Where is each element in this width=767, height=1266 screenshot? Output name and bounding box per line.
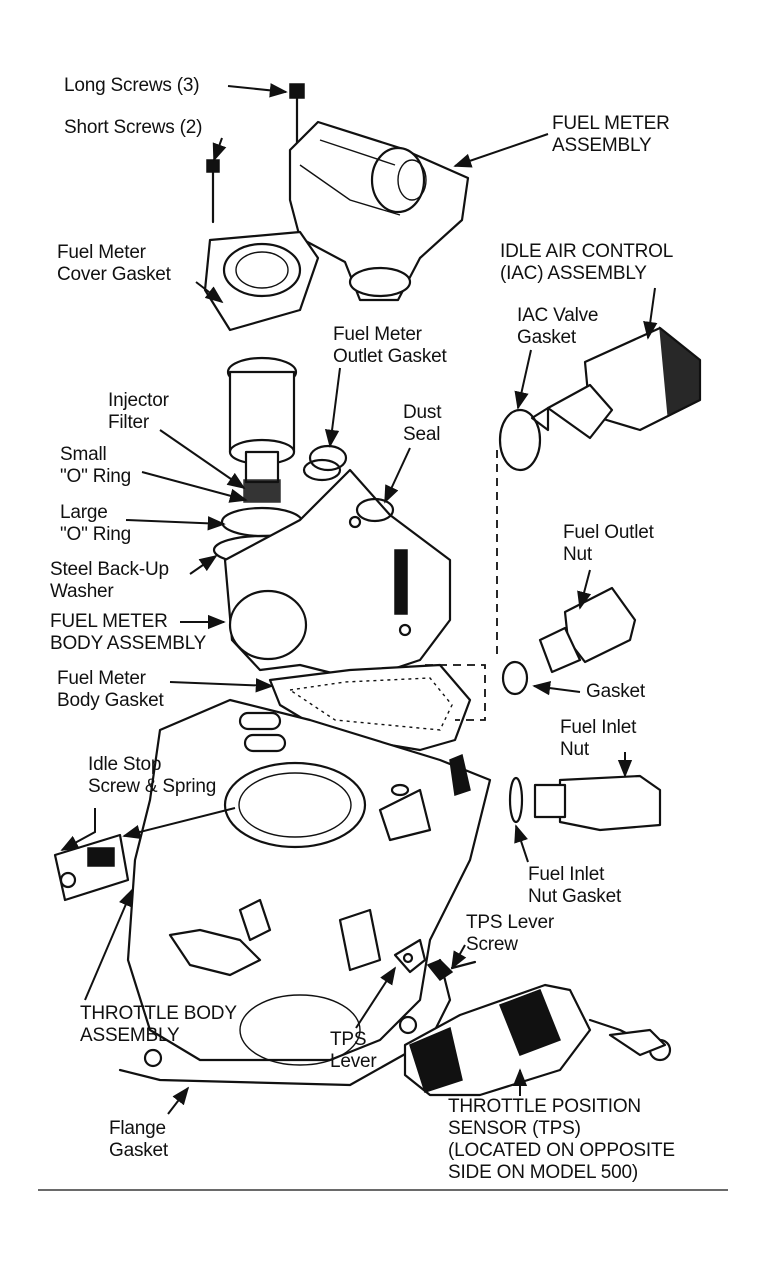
label-throttle-position-sensor: THROTTLE POSITION SENSOR (TPS) (LOCATED … — [448, 1096, 675, 1183]
label-tps-lever-screw: TPS Lever Screw — [466, 912, 554, 955]
short-screw-top — [206, 159, 220, 224]
label-flange-gasket: Flange Gasket — [109, 1118, 168, 1161]
label-fuel-inlet-nut-gasket: Fuel Inlet Nut Gasket — [528, 864, 622, 907]
throttle-body-assembly — [126, 698, 492, 1068]
label-tps-lever: TPS Lever — [330, 1029, 377, 1072]
label-long-screws: Long Screws (3) — [64, 75, 200, 96]
long-screw-top — [289, 83, 305, 152]
label-fuel-inlet-nut: Fuel Inlet Nut — [560, 717, 637, 760]
throttle-position-sensor-part — [403, 983, 672, 1097]
label-small-o-ring: Small "O" Ring — [60, 444, 132, 487]
idle-stop-screw-part — [53, 833, 130, 902]
fuel-inlet-nut — [533, 774, 662, 832]
dust-seal-part — [355, 497, 395, 523]
label-gasket: Gasket — [586, 681, 645, 702]
fuel-outlet-nut — [538, 586, 637, 674]
flange-gasket-part — [118, 958, 452, 1087]
fuel-outlet-gasket-part — [501, 660, 529, 696]
tps-lever-part — [393, 938, 427, 974]
label-fuel-meter-outlet-gasket: Fuel Meter Outlet Gasket — [333, 324, 447, 367]
iac-valve-gasket-part — [498, 408, 542, 472]
label-large-o-ring: Large "O" Ring — [60, 502, 132, 545]
label-fuel-meter-cover-gasket: Fuel Meter Cover Gasket — [57, 242, 171, 285]
iac-assembly — [530, 326, 702, 440]
label-fuel-meter-body-gasket: Fuel Meter Body Gasket — [57, 668, 164, 711]
label-injector-filter: Injector Filter — [108, 390, 169, 433]
tps-lever-screw-part — [426, 959, 477, 982]
label-steel-backup-washer: Steel Back-Up Washer — [50, 559, 169, 602]
label-fuel-outlet-nut: Fuel Outlet Nut — [563, 522, 654, 565]
injector — [226, 356, 298, 503]
label-iac-assembly: IDLE AIR CONTROL (IAC) ASSEMBLY — [500, 241, 674, 284]
label-fuel-meter-body-assembly: FUEL METER BODY ASSEMBLY — [50, 611, 207, 654]
label-idle-stop-screw: Idle Stop Screw & Spring — [88, 754, 217, 797]
fuel-meter-cover-gasket — [203, 230, 320, 332]
label-throttle-body-assembly: THROTTLE BODY ASSEMBLY — [80, 1003, 237, 1046]
label-dust-seal: Dust Seal — [403, 402, 442, 445]
label-short-screws: Short Screws (2) — [64, 117, 203, 138]
fuel-meter-body-assembly — [223, 458, 452, 682]
label-iac-valve-gasket: IAC Valve Gasket — [517, 305, 599, 348]
fuel-meter-assembly — [288, 120, 470, 302]
label-fuel-meter-assembly: FUEL METER ASSEMBLY — [552, 113, 670, 156]
fuel-inlet-nut-gasket-part — [508, 776, 524, 824]
